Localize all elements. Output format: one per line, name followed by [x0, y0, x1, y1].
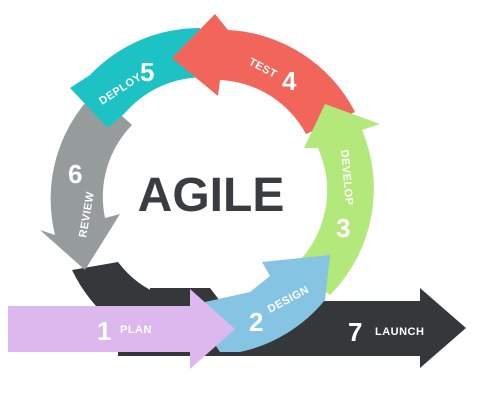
- center-title: AGILE: [138, 169, 285, 222]
- review-arrow-shape: [40, 92, 132, 270]
- launch-label: LAUNCH: [375, 326, 424, 338]
- develop-label: DEVELOP: [338, 149, 355, 206]
- design-arrow-shape: [205, 255, 330, 352]
- review-number: 6: [68, 159, 82, 189]
- plan-label: PLAN: [120, 324, 152, 336]
- launch-number: 7: [348, 317, 362, 347]
- plan-number: 1: [97, 316, 111, 346]
- step-design: 2 DESIGN: [205, 255, 330, 352]
- develop-number: 3: [336, 213, 350, 243]
- test-arrow-shape: [172, 14, 355, 134]
- deploy-number: 5: [140, 57, 154, 87]
- plan-arrow-shape: [8, 289, 235, 369]
- step-test: 4 TEST: [172, 14, 355, 134]
- step-review: 6 REVIEW: [40, 92, 132, 270]
- step-plan: 1 PLAN: [8, 289, 235, 369]
- step-develop: 3 DEVELOP: [292, 104, 380, 295]
- test-number: 4: [282, 66, 297, 96]
- design-number: 2: [249, 307, 263, 337]
- develop-arrow-shape: [292, 104, 380, 295]
